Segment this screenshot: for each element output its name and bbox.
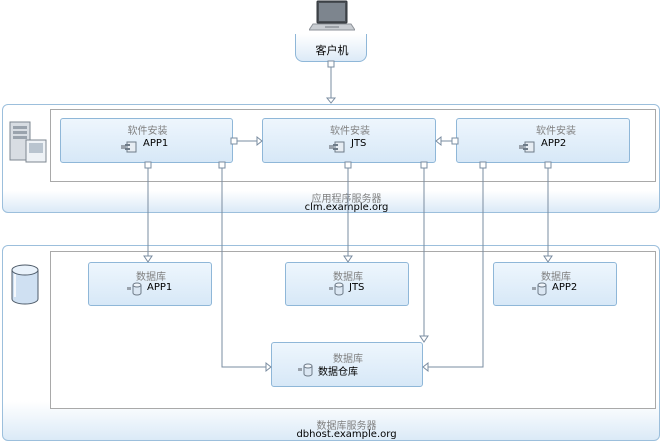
port-square <box>544 161 552 169</box>
component-app2[interactable]: 软件安装 APP2 <box>456 118 630 163</box>
database-app1[interactable]: 数据库 APP1 <box>88 262 212 306</box>
db-server-label: 数据库服务器 <box>316 421 377 432</box>
db-cylinder-icon <box>329 281 345 296</box>
component-name: APP1 <box>143 138 169 149</box>
arrowhead <box>256 135 263 147</box>
arrowhead <box>325 97 337 104</box>
component-name: APP2 <box>541 138 567 149</box>
port-square <box>479 161 487 169</box>
component-jts[interactable]: 软件安装 JTS <box>262 118 436 163</box>
arrowhead <box>422 361 429 373</box>
database-caption: 数据库 <box>333 272 363 283</box>
app-server-label: 应用程序服务器 <box>311 194 382 205</box>
arrowhead <box>265 361 272 373</box>
database-warehouse[interactable]: 数据库 数据仓库 <box>271 342 423 387</box>
database-icon <box>10 264 40 306</box>
component-app1[interactable]: 软件安装 APP1 <box>60 118 233 163</box>
port-square <box>420 161 428 169</box>
arrowhead <box>543 255 553 263</box>
port-square <box>230 137 238 145</box>
arrowhead <box>343 255 353 263</box>
server-icon <box>8 120 48 164</box>
database-name: APP1 <box>147 282 173 293</box>
arrowhead <box>419 335 429 343</box>
component-caption: 软件安装 <box>330 126 370 137</box>
component-icon <box>519 138 539 153</box>
arrowhead <box>143 255 153 263</box>
db-cylinder-icon <box>127 281 143 296</box>
port-square <box>327 60 335 68</box>
component-icon <box>329 138 349 153</box>
database-name: APP2 <box>552 282 578 293</box>
arrowhead <box>435 135 442 147</box>
database-caption: 数据库 <box>541 272 571 283</box>
component-icon <box>121 138 141 153</box>
laptop-icon <box>308 0 356 34</box>
component-caption: 软件安装 <box>127 126 168 137</box>
db-cylinder-icon <box>532 281 548 296</box>
port-square <box>144 161 152 169</box>
database-name: JTS <box>349 282 365 293</box>
port-square <box>344 161 352 169</box>
db-cylinder-icon <box>298 362 314 377</box>
database-caption: 数据库 <box>136 272 166 283</box>
port-square <box>451 137 459 145</box>
client-label: 客户机 <box>315 44 349 57</box>
component-name: JTS <box>351 138 367 149</box>
database-jts[interactable]: 数据库 JTS <box>285 262 409 306</box>
component-caption: 软件安装 <box>536 126 576 137</box>
db-server-host: dbhost.example.org <box>296 429 397 440</box>
app-server-host: clm.example.org <box>304 202 389 213</box>
connector-app1-warehouse <box>221 167 267 368</box>
database-name: 数据仓库 <box>318 367 358 378</box>
port-square <box>218 161 226 169</box>
connector-app2-warehouse <box>427 167 484 368</box>
database-caption: 数据库 <box>333 354 363 365</box>
database-app2[interactable]: 数据库 APP2 <box>493 262 617 306</box>
